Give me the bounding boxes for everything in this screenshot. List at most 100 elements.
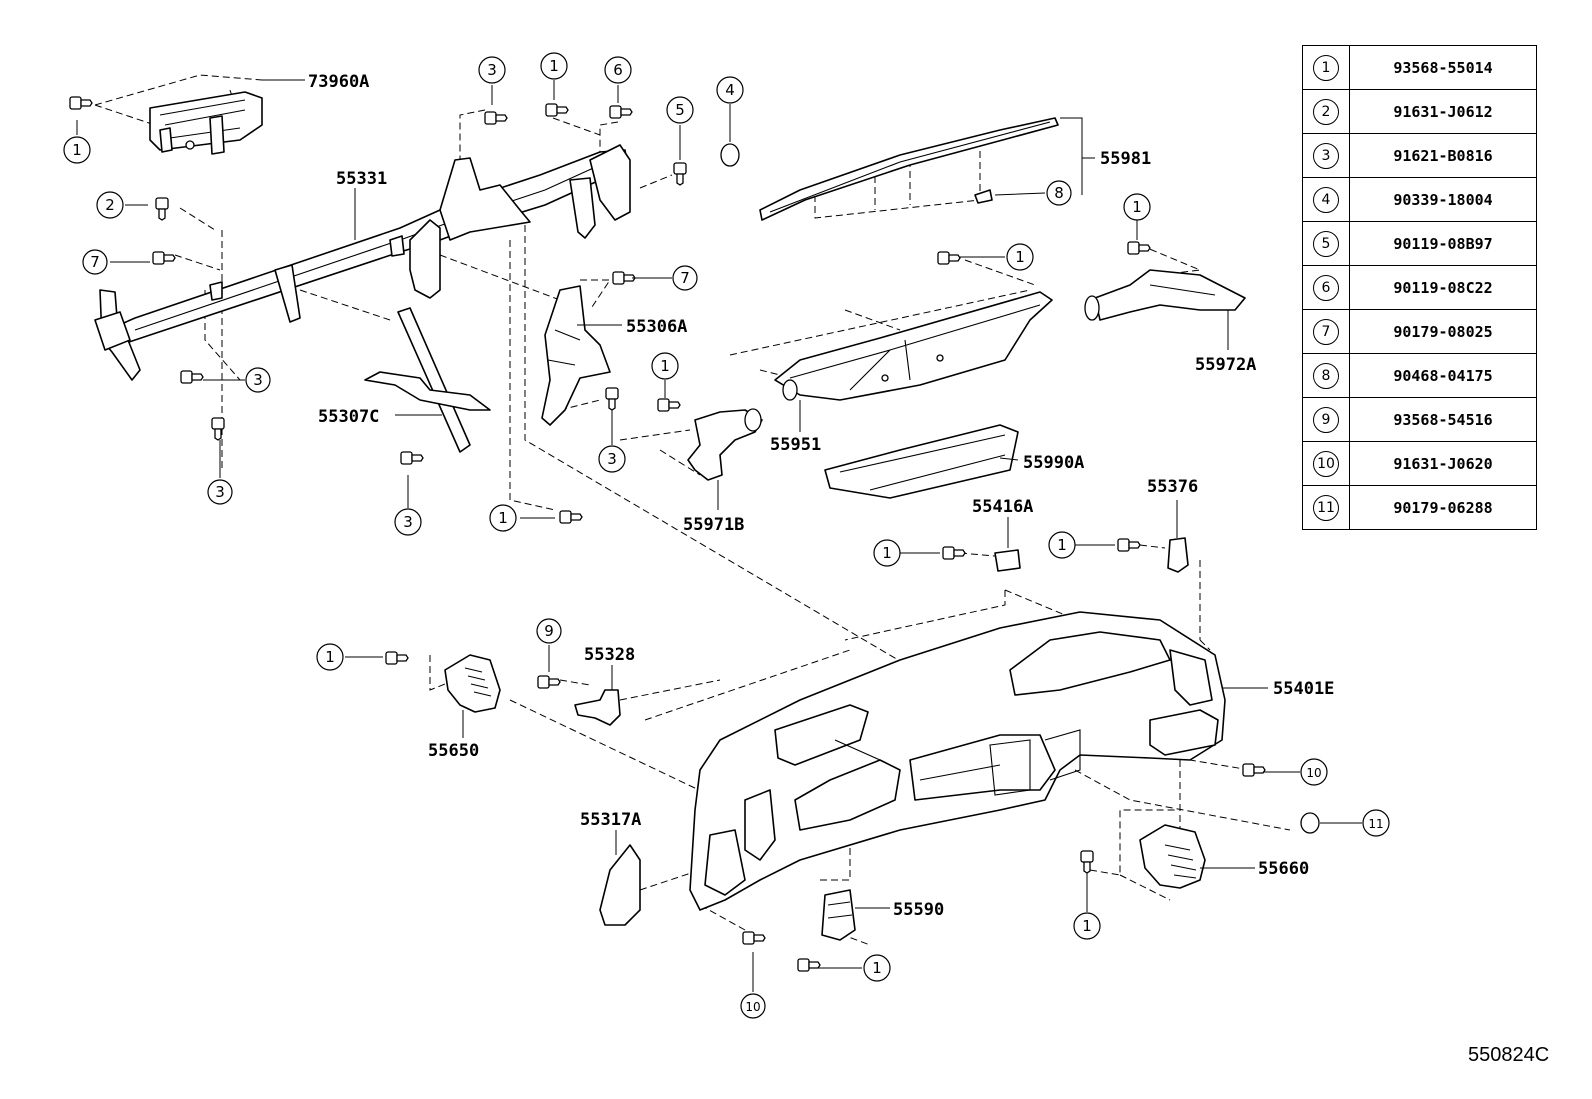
callout-11: 11 — [1368, 817, 1383, 831]
callout-1: 1 — [1132, 198, 1142, 216]
washer-icon — [720, 143, 740, 167]
label-55590: 55590 — [893, 900, 944, 920]
part-55306A-drawing — [541, 285, 611, 426]
label-55416A: 55416A — [972, 497, 1033, 517]
legend-part-number: 90119-08C22 — [1349, 265, 1537, 310]
assembly-guide-lines — [94, 74, 1291, 946]
label-55307C: 55307C — [318, 407, 379, 427]
legend-part-number: 93568-54516 — [1349, 397, 1537, 442]
legend-number: 5 — [1302, 221, 1350, 266]
part-55951-drawing — [774, 291, 1053, 401]
callout-10: 10 — [745, 1000, 760, 1014]
legend-row: 3 91621-B0816 — [1302, 133, 1537, 178]
legend-number: 4 — [1302, 177, 1350, 222]
legend-part-number: 93568-55014 — [1349, 45, 1537, 90]
diagram-code: 550824C — [1468, 1044, 1550, 1066]
callout-1: 1 — [325, 648, 335, 666]
legend-number: 9 — [1302, 397, 1350, 442]
legend-number: 7 — [1302, 309, 1350, 354]
callout-3: 3 — [487, 61, 497, 79]
label-55990A: 55990A — [1023, 453, 1084, 473]
part-55981-drawing — [759, 117, 1059, 221]
legend-number-circle: 3 — [1313, 142, 1339, 169]
part-55660-drawing — [1139, 824, 1206, 889]
label-55306A: 55306A — [626, 317, 687, 337]
callout-circles: 1 2 7 3 3 3 1 6 5 4 7 3 1 3 1 1 8 1 1 1 … — [63, 52, 1390, 1019]
legend-number-circle: 7 — [1313, 318, 1339, 345]
callout-1: 1 — [1082, 917, 1092, 935]
label-55981: 55981 — [1100, 149, 1151, 169]
legend-number-circle: 8 — [1313, 362, 1339, 389]
label-55328: 55328 — [584, 645, 635, 665]
callout-7: 7 — [680, 269, 690, 287]
label-55971B: 55971B — [683, 515, 744, 535]
legend-part-number: 90339-18004 — [1349, 177, 1537, 222]
part-55650-drawing — [444, 654, 501, 713]
callout-1: 1 — [498, 509, 508, 527]
legend-number: 2 — [1302, 89, 1350, 134]
part-55331-drawing — [94, 144, 631, 381]
legend-number: 11 — [1302, 485, 1350, 530]
legend-row: 7 90179-08025 — [1302, 309, 1537, 354]
legend-row: 5 90119-08B97 — [1302, 221, 1537, 266]
part-55990A-drawing — [824, 424, 1019, 499]
legend-number: 6 — [1302, 265, 1350, 310]
legend-number-circle: 5 — [1313, 230, 1339, 257]
callout-1: 1 — [549, 57, 559, 75]
legend-part-number: 90179-08025 — [1349, 309, 1537, 354]
legend-number: 10 — [1302, 441, 1350, 486]
callout-3: 3 — [403, 513, 413, 531]
legend-number: 3 — [1302, 133, 1350, 178]
legend-number-circle: 1 — [1313, 54, 1339, 81]
callout-4: 4 — [725, 81, 735, 99]
legend-number-circle: 2 — [1313, 98, 1339, 125]
label-55650: 55650 — [428, 741, 479, 761]
legend-row: 6 90119-08C22 — [1302, 265, 1537, 310]
callout-5: 5 — [675, 101, 685, 119]
label-55972A: 55972A — [1195, 355, 1256, 375]
part-73960A-drawing — [149, 91, 263, 155]
legend-number-circle: 9 — [1313, 406, 1339, 433]
legend-number-circle: 11 — [1313, 494, 1339, 521]
part-55416A-drawing — [994, 549, 1021, 572]
callout-7: 7 — [90, 253, 100, 271]
leader-lines — [76, 79, 1362, 992]
label-55317A: 55317A — [580, 810, 641, 830]
label-55660: 55660 — [1258, 859, 1309, 879]
fasteners — [69, 96, 1320, 972]
callout-1: 1 — [882, 544, 892, 562]
part-55971B-drawing — [687, 408, 763, 481]
callout-10: 10 — [1306, 766, 1321, 780]
label-55376: 55376 — [1147, 477, 1198, 497]
callout-1: 1 — [1057, 536, 1067, 554]
label-55951: 55951 — [770, 435, 821, 455]
legend-row: 1 93568-55014 — [1302, 45, 1537, 90]
legend-number-circle: 6 — [1313, 274, 1339, 301]
legend-part-number: 91631-J0612 — [1349, 89, 1537, 134]
part-number-labels: 73960A 55331 55306A 55307C 55971B 55981 … — [308, 72, 1334, 920]
legend-row: 9 93568-54516 — [1302, 397, 1537, 442]
callout-1: 1 — [1015, 248, 1025, 266]
part-55401E-drawing — [689, 611, 1226, 911]
callout-1: 1 — [872, 959, 882, 977]
callout-3: 3 — [607, 450, 617, 468]
callout-2: 2 — [105, 196, 115, 214]
legend-number: 1 — [1302, 45, 1350, 90]
part-55590-drawing — [821, 889, 856, 941]
part-55317A-drawing — [599, 844, 641, 926]
legend-number: 8 — [1302, 353, 1350, 398]
legend-row: 2 91631-J0612 — [1302, 89, 1537, 134]
callout-9: 9 — [544, 622, 554, 640]
label-55331: 55331 — [336, 169, 387, 189]
legend-part-number: 90119-08B97 — [1349, 221, 1537, 266]
part-55376-drawing — [1167, 537, 1189, 573]
callout-6: 6 — [613, 61, 623, 79]
legend-part-number: 91621-B0816 — [1349, 133, 1537, 178]
